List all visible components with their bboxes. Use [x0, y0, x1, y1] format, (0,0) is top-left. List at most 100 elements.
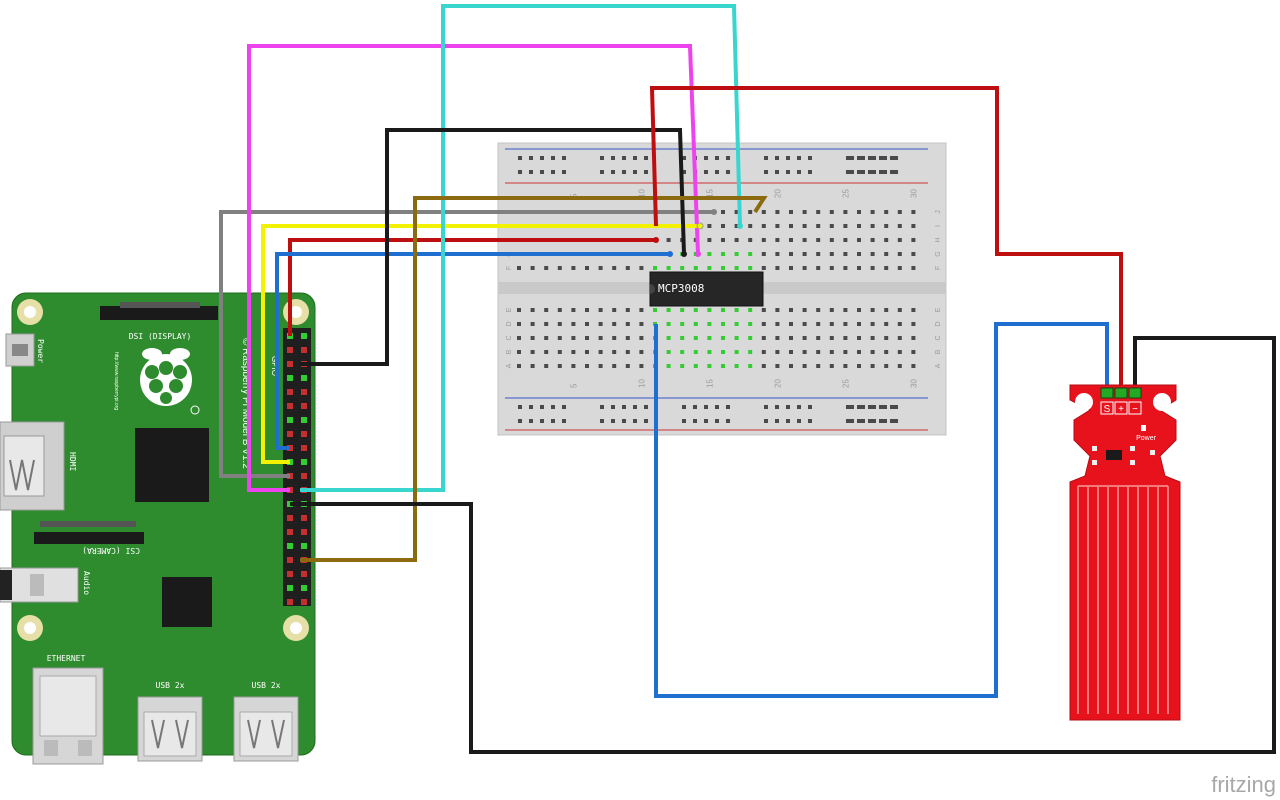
breadboard-hole [897, 364, 902, 368]
breadboard-hole [829, 252, 834, 256]
rail-hole [600, 156, 604, 160]
rail-hole [879, 419, 883, 423]
breadboard-hole [911, 336, 916, 340]
row-letter: D [506, 321, 513, 326]
breadboard-hole [843, 266, 848, 270]
breadboard-hole [598, 266, 603, 270]
usb-label-2: USB 2x [252, 681, 281, 690]
rail-hole [861, 405, 865, 409]
rail-hole [850, 419, 854, 423]
breadboard-hole [666, 364, 671, 368]
rail-hole [540, 156, 544, 160]
breadboard-hole [775, 364, 780, 368]
gpio-pin [301, 571, 307, 577]
breadboard-hole [680, 322, 685, 326]
power-label: Power [36, 339, 45, 363]
gpio-pin [287, 599, 293, 605]
gpio-pin [301, 585, 307, 591]
breadboard-hole [612, 364, 617, 368]
breadboard-hole [748, 364, 753, 368]
rail-hole [715, 419, 719, 423]
breadboard-hole [897, 308, 902, 312]
breadboard-hole [870, 336, 875, 340]
rail-hole [808, 170, 812, 174]
gpio-pin [301, 459, 307, 465]
breadboard-hole [816, 308, 821, 312]
rail-hole [786, 419, 790, 423]
breadboard-hole [897, 266, 902, 270]
breadboard-hole [544, 364, 549, 368]
breadboard-hole [802, 350, 807, 354]
breadboard-hole [734, 224, 739, 228]
rail-hole [808, 419, 812, 423]
breadboard-hole [829, 210, 834, 214]
breadboard-hole [639, 364, 644, 368]
breadboard-hole [530, 350, 535, 354]
rail-hole [562, 170, 566, 174]
breadboard-hole [789, 364, 793, 368]
breadboard-hole [707, 224, 712, 228]
breadboard-hole [625, 350, 630, 354]
breadboard-hole [693, 336, 698, 340]
breadboard-hole [721, 224, 725, 228]
wire-red-pi [288, 238, 656, 336]
rail-hole [518, 156, 522, 160]
wire-blue-pi [275, 252, 670, 450]
breadboard-hole [911, 252, 916, 256]
breadboard-hole [612, 336, 617, 340]
row-letter: I [935, 225, 942, 227]
breadboard-hole [693, 322, 698, 326]
breadboard-hole [857, 308, 861, 312]
breadboard-hole [598, 364, 603, 368]
breadboard-hole [666, 266, 671, 270]
rail-hole [529, 419, 533, 423]
rail-hole [786, 405, 790, 409]
breadboard-hole [870, 350, 875, 354]
rail-hole [540, 419, 544, 423]
row-letter: A [506, 363, 513, 368]
breadboard-hole [829, 364, 834, 368]
breadboard-hole [680, 364, 685, 368]
row-letter: J [935, 210, 942, 214]
gpio-pin [301, 515, 307, 521]
sensor-pin-plus [1114, 387, 1128, 399]
raspberry-pi-board: DSI (DISPLAY) http://www.raspberrypi.org… [0, 292, 316, 765]
breadboard-hole [517, 350, 521, 354]
rail-hole [850, 405, 854, 409]
breadboard-hole [789, 322, 793, 326]
rail-hole [879, 156, 883, 160]
breadboard-hole [884, 336, 889, 340]
breadboard-hole [666, 336, 671, 340]
breadboard-hole [870, 210, 875, 214]
column-number-top: 5 [569, 193, 578, 198]
rail-hole [883, 419, 887, 423]
rail-hole [611, 156, 615, 160]
rail-hole [894, 405, 898, 409]
breadboard-hole [680, 308, 685, 312]
rail-hole [764, 170, 768, 174]
gpio-pin [301, 333, 307, 339]
breadboard-hole [816, 336, 821, 340]
sensor-traces [1077, 485, 1169, 714]
chip-label: MCP3008 [658, 282, 704, 295]
rail-hole [846, 156, 850, 160]
wire-endpoints [653, 209, 743, 257]
gpio-pin [287, 529, 293, 535]
breadboard-hole [707, 322, 712, 326]
sensor-power-led [1141, 425, 1146, 431]
breadboard-hole [884, 224, 889, 228]
breadboard-hole [734, 350, 739, 354]
breadboard-hole [897, 238, 902, 242]
rail-hole [808, 405, 812, 409]
gpio-pin [301, 473, 307, 479]
row-letter: E [506, 307, 513, 312]
breadboard-hole [829, 336, 834, 340]
breadboard-hole [666, 238, 671, 242]
lan-chip [162, 577, 212, 627]
rail-hole [857, 405, 861, 409]
column-number-top: 15 [705, 189, 714, 198]
breadboard-hole [693, 266, 698, 270]
breadboard-hole [775, 350, 780, 354]
breadboard-hole [530, 308, 535, 312]
gpio-pin [287, 431, 293, 437]
